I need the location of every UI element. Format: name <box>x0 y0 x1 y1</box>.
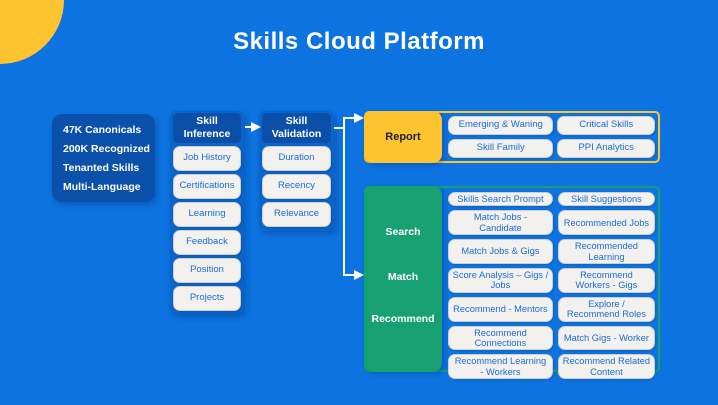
smr-item: Recommend Workers - Gigs <box>557 268 655 293</box>
validation-item: Recency <box>262 174 331 199</box>
smr-item: Recommend Learning - Workers <box>448 354 553 380</box>
stats-line: 47K Canonicals <box>63 123 142 136</box>
skill-inference-header: Skill Inference <box>173 113 241 143</box>
page-title: Skills Cloud Platform <box>233 28 485 55</box>
inference-item: Certifications <box>173 174 241 199</box>
skill-inference-column: Skill Inference Job History Certificatio… <box>170 111 244 314</box>
search-match-recommend-section: Search Match Recommend Skills Search Pro… <box>364 186 660 380</box>
inference-item: Position <box>173 258 241 283</box>
report-item: PPI Analytics <box>557 139 655 158</box>
search-match-recommend-label-box: Search Match Recommend <box>364 186 442 372</box>
smr-item: Recommend Related Content <box>557 354 655 380</box>
smr-item: Explore / Recommend Roles <box>557 296 655 322</box>
stats-line: Tenanted Skills <box>63 161 140 174</box>
smr-item: Recommend Connections <box>448 325 553 351</box>
report-section-label: Report <box>364 111 442 163</box>
report-section: Report Emerging & Waning Critical Skills… <box>364 111 660 163</box>
skill-validation-column: Skill Validation Duration Recency Releva… <box>259 111 334 231</box>
smr-item: Score Analysis – Gigs / Jobs <box>448 268 553 293</box>
smr-item: Match Jobs - Candidate <box>448 210 553 236</box>
smr-item: Recommend - Mentors <box>448 296 553 322</box>
match-label: Match <box>387 271 419 283</box>
report-items-grid: Emerging & Waning Critical Skills Skill … <box>448 116 655 158</box>
report-item: Emerging & Waning <box>448 116 554 135</box>
recommend-label: Recommend <box>371 313 435 325</box>
smr-item: Recommended Jobs <box>557 210 655 236</box>
search-label: Search <box>385 226 421 238</box>
validation-item: Relevance <box>262 202 331 227</box>
stats-line: Multi-Language <box>63 180 141 193</box>
skill-validation-header: Skill Validation <box>262 113 331 143</box>
validation-item: Duration <box>262 146 331 171</box>
inference-item: Projects <box>173 286 241 311</box>
stats-line: 200K Recognized <box>63 142 150 155</box>
report-item: Critical Skills <box>557 116 655 135</box>
inference-item: Feedback <box>173 230 241 255</box>
smr-item: Recommended Learning <box>557 239 655 265</box>
inference-item: Job History <box>173 146 241 171</box>
skills-stats-box: 47K Canonicals 200K Recognized Tenanted … <box>52 114 155 202</box>
smr-item: Skill Suggestions <box>557 192 655 207</box>
inference-item: Learning <box>173 202 241 227</box>
smr-item: Match Gigs - Worker <box>557 325 655 351</box>
smr-item: Skills Search Prompt <box>448 192 553 207</box>
search-match-recommend-items-grid: Skills Search Prompt Skill Suggestions M… <box>448 192 655 380</box>
report-item: Skill Family <box>448 139 554 158</box>
smr-item: Match Jobs & Gigs <box>448 239 553 265</box>
